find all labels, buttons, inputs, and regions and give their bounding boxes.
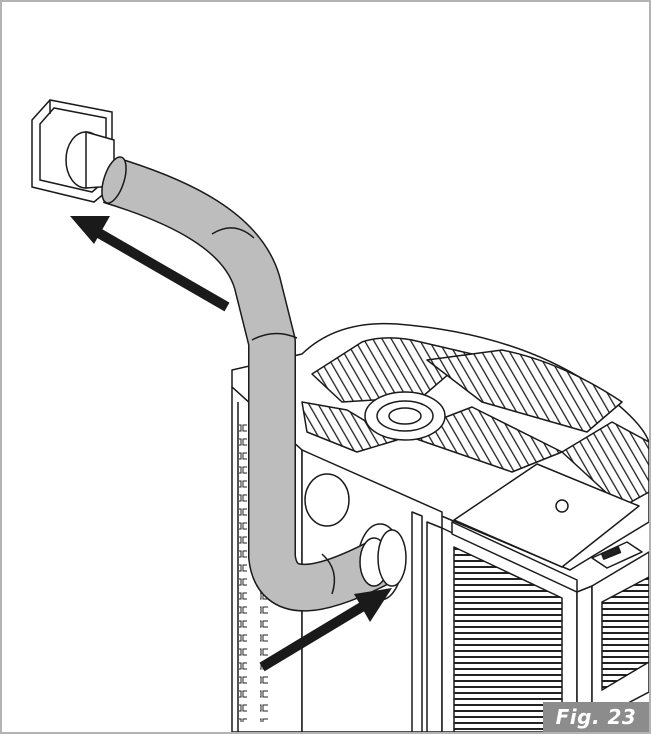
pellet-stove-icon (231, 322, 649, 732)
exhaust-arrow-icon (70, 216, 230, 312)
intake-arrow-icon (259, 588, 392, 672)
figure-label: Fig. 23 (543, 702, 649, 732)
flexible-duct-icon (101, 156, 407, 612)
wall-terminal-icon (31, 99, 115, 203)
